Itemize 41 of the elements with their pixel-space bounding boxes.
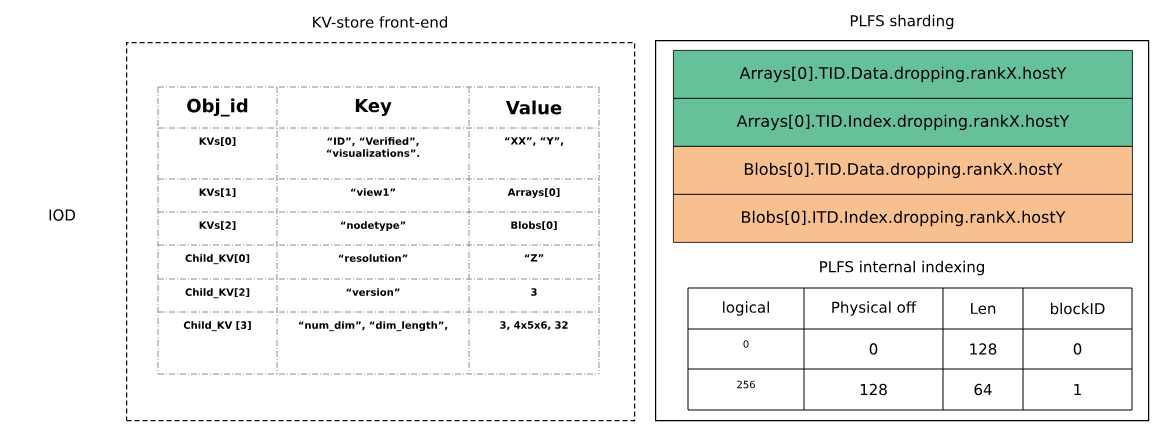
- column-header: Obj_id: [187, 98, 248, 117]
- table-cell: “ID”, “Verified”, “visualizations”.: [326, 137, 420, 157]
- table-cell: “resolution”: [338, 254, 408, 262]
- table-cell: “XX”, “Y”,: [505, 137, 563, 146]
- table-cell: Child_KV [3]: [183, 321, 251, 332]
- column-header: logical: [723, 301, 769, 316]
- file-band: Arrays[0].TID.Index.dropping.rankX.hostY: [673, 98, 1133, 147]
- table-cell: “view1”: [351, 188, 395, 196]
- file-band: Blobs[0].ITD.Index.dropping.rankX.hostY: [673, 194, 1133, 243]
- table-cell: “Z”: [524, 254, 544, 262]
- table-title: PLFS internal indexing: [820, 260, 984, 276]
- table-cell: 0: [1073, 343, 1082, 355]
- table-cell: 128: [860, 383, 887, 396]
- side-label: IOD: [49, 209, 75, 221]
- column-header: Len: [971, 302, 996, 315]
- column-header: Value: [505, 100, 562, 115]
- column-header: Key: [355, 99, 392, 116]
- file-band: Blobs[0].TID.Data.dropping.rankX.hostY: [673, 146, 1133, 195]
- table-cell: KVs[1]: [199, 188, 236, 198]
- node-label: PLFS sharding: [850, 14, 954, 30]
- table-cell: 3: [531, 288, 537, 296]
- table-cell: 256: [737, 380, 755, 389]
- table-cell: “version”: [346, 288, 400, 296]
- table-cell: Arrays[0]: [507, 188, 560, 198]
- table-cell: 3, 4x5x6, 32: [500, 321, 568, 331]
- table-cell: KVs[0]: [199, 137, 236, 147]
- table-cell: KVs[2]: [199, 221, 236, 231]
- table-cell: Blobs[0]: [511, 221, 557, 231]
- node-label: KV-store front-end: [313, 16, 447, 28]
- table-cell: “nodetype”: [340, 221, 406, 231]
- table-cell: Child_KV[0]: [185, 254, 250, 265]
- column-header: Physical off: [832, 301, 917, 316]
- table-cell: 0: [743, 340, 749, 348]
- table-cell: 128: [970, 343, 997, 355]
- table-cell: 1: [1074, 384, 1081, 395]
- column-header: blockID: [1051, 302, 1105, 315]
- table-cell: 64: [974, 383, 992, 396]
- table-cell: “num_dim”, “dim_length”,: [298, 321, 448, 332]
- file-band: Arrays[0].TID.Data.dropping.rankX.hostY: [673, 50, 1133, 99]
- table-cell: Child_KV[2]: [185, 288, 250, 299]
- table-cell: 0: [869, 343, 878, 355]
